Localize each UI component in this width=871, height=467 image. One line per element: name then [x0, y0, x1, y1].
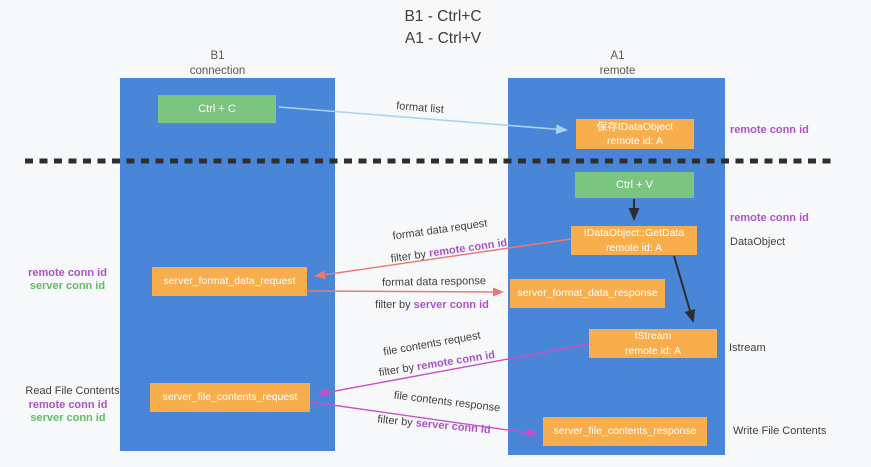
format-data-request-arrow — [314, 238, 572, 280]
file-contents-request-arrow — [317, 343, 590, 397]
annotation-remote-conn-id-left1: remote conn id — [28, 267, 107, 279]
node-save-idataobject: 保存IDataObject remote id: A — [576, 119, 694, 149]
lane-left-title: B1 — [210, 50, 225, 62]
lane-header-right: A1 remote — [560, 49, 675, 79]
annotation-server-conn-id-left2: server conn id — [30, 412, 106, 424]
node-save-idataobject-line1: 保存IDataObject — [596, 120, 674, 133]
annotation-read-file-contents: Read File Contents — [25, 385, 120, 397]
node-ctrl-c: Ctrl + C — [158, 95, 276, 123]
file-contents-response-arrow — [310, 401, 538, 438]
node-format-request-label: server_format_data_request — [163, 275, 296, 288]
diagram-title: B1 - Ctrl+C A1 - Ctrl+V — [308, 6, 578, 51]
annotation-remote-conn-id-top: remote conn id — [730, 124, 809, 136]
annotation-dataobject: DataObject — [730, 236, 786, 248]
format-list-arrow — [278, 106, 568, 135]
lane-left-subtitle: connection — [189, 64, 246, 77]
annotation-remote-conn-id-mid: remote conn id — [730, 212, 809, 224]
getdata-to-istream-arrow — [673, 255, 696, 323]
title-line-2: A1 - Ctrl+V — [404, 30, 482, 48]
filter-by-text: filter by — [375, 299, 414, 311]
node-idataobject-getdata: IDataObject::GetData remote id: A — [571, 226, 697, 255]
node-istream: IStream remote id: A — [589, 329, 717, 358]
node-ctrl-v-label: Ctrl + V — [616, 178, 653, 191]
annotation-write-file-contents: Write File Contents — [733, 425, 827, 437]
node-ctrl-c-label: Ctrl + C — [198, 102, 236, 115]
annotation-server-conn-id-left1: server conn id — [29, 280, 106, 292]
node-getdata-line2: remote id: A — [605, 241, 663, 254]
node-save-idataobject-line2: remote id: A — [606, 135, 664, 147]
lane-right-title: A1 — [610, 50, 625, 62]
annotation-istream: Istream — [729, 342, 766, 354]
edge-label-filter-server-1: filter by server conn id — [375, 299, 489, 311]
node-server-format-data-response: server_format_data_response — [510, 279, 665, 308]
node-server-file-contents-response: server_file_contents_response — [543, 417, 707, 446]
node-istream-line1: IStream — [634, 330, 672, 343]
node-file-response-label: server_file_contents_response — [553, 425, 697, 438]
node-istream-line2: remote id: A — [624, 344, 682, 357]
format-data-response-arrow — [306, 287, 504, 297]
node-format-response-label: server_format_data_response — [517, 287, 658, 300]
node-ctrl-v: Ctrl + V — [575, 172, 694, 198]
node-server-file-contents-request: server_file_contents_request — [150, 383, 310, 412]
node-getdata-line1: IDataObject::GetData — [583, 227, 685, 240]
annotation-remote-conn-id-left2: remote conn id — [28, 399, 108, 411]
lane-header-left: B1 connection — [160, 49, 275, 79]
node-server-format-data-request: server_format_data_request — [152, 267, 307, 296]
node-file-request-label: server_file_contents_request — [162, 391, 298, 404]
edge-label-format-data-response: format data response — [381, 275, 487, 289]
lane-right-subtitle: remote — [599, 64, 636, 77]
server-conn-id-text: server conn id — [413, 299, 489, 311]
title-line-1: B1 - Ctrl+C — [404, 8, 482, 25]
